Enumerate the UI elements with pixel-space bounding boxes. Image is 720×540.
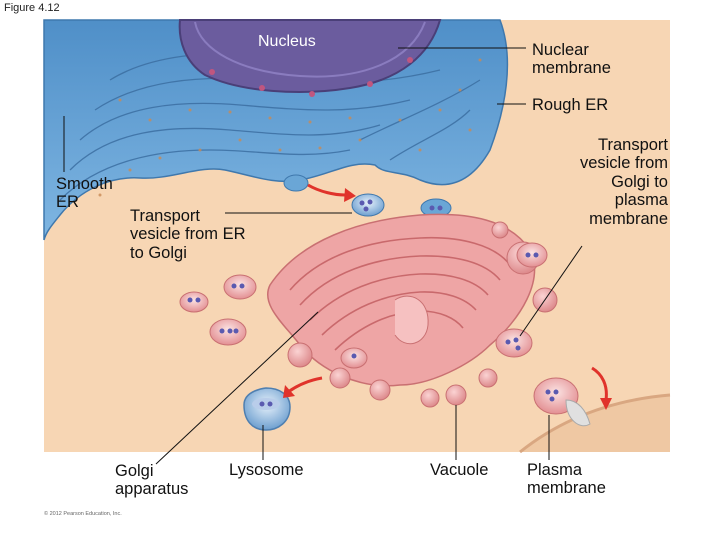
transport-golgi-pm-label: Transport vesicle from Golgi to plasma m…: [579, 136, 668, 228]
pm-fusing-vesicle: [533, 377, 591, 427]
smooth-er-label: Smooth ER: [56, 175, 113, 212]
leader-lines: [63, 47, 583, 465]
golgi-label: Golgi apparatus: [115, 462, 189, 499]
transport-er-golgi-label: Transport vesicle from ER to Golgi: [130, 207, 246, 262]
lysosome-shape: [243, 387, 291, 431]
nuclear-membrane-label: Nuclear membrane: [532, 41, 611, 78]
nuclear-pores: [209, 57, 413, 97]
vacuole-label: Vacuole: [430, 461, 489, 479]
ribosomes: [98, 58, 482, 197]
figure-title: Figure 4.12: [4, 2, 60, 14]
copyright-text: © 2012 Pearson Education, Inc.: [44, 511, 122, 517]
nucleus-shape: [178, 19, 442, 93]
lysosome-label: Lysosome: [229, 461, 304, 479]
golgi-apparatus: [267, 213, 536, 387]
vacuole-shape: [445, 384, 467, 406]
left-vesicles: [179, 242, 548, 369]
nucleus-label: Nucleus: [258, 33, 316, 50]
er-transport-vesicle: [351, 193, 385, 217]
plasma-membrane-region: [520, 395, 670, 452]
red-arrows: [287, 183, 608, 401]
rough-er-label: Rough ER: [532, 96, 609, 114]
plasma-membrane-label: Plasma membrane: [527, 461, 606, 498]
